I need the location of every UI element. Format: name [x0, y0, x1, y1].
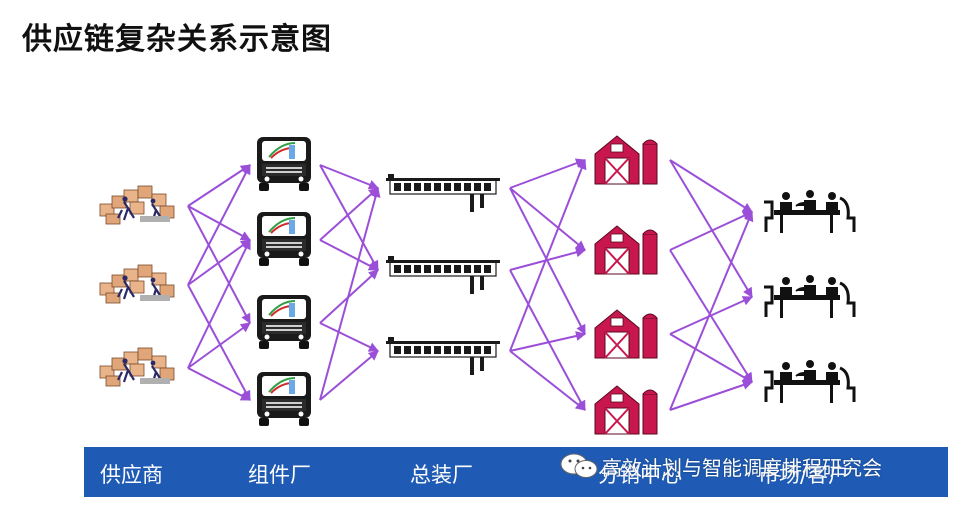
arrow-component-to-assembly-3 — [319, 187, 379, 241]
customer-dining-icon-2 — [762, 273, 856, 320]
stage-label-bar — [84, 447, 948, 497]
distribution-barn-icon-1 — [594, 135, 658, 185]
arrow-component-to-assembly-6 — [319, 322, 379, 352]
supplier-boxes-icon-1 — [98, 184, 176, 226]
arrow-assembly-to-distribution-2 — [509, 187, 586, 251]
stage-label-assembly-plant: 总装厂 — [410, 463, 473, 487]
component-factory-truck-icon-3 — [256, 294, 312, 350]
supplier-boxes-icon-2 — [98, 263, 176, 305]
flow-arrows — [187, 158, 754, 411]
arrow-supplier-to-component-1 — [187, 164, 251, 207]
arrow-distribution-to-customer-3 — [669, 211, 753, 251]
arrow-supplier-to-component-4 — [187, 164, 251, 286]
arrow-distribution-to-customer-5 — [669, 296, 753, 335]
arrow-component-to-assembly-8 — [319, 350, 379, 401]
arrow-distribution-to-customer-2 — [669, 159, 753, 298]
arrow-supplier-to-component-7 — [187, 239, 251, 369]
stage-label-supplier: 供应商 — [100, 463, 163, 487]
supplier-boxes-icon-3 — [98, 346, 176, 388]
arrow-supplier-to-component-6 — [187, 284, 251, 401]
arrow-assembly-to-distribution-1 — [509, 158, 586, 189]
arrow-distribution-to-customer-6 — [669, 333, 753, 383]
arrow-supplier-to-component-5 — [187, 239, 251, 286]
arrow-assembly-to-distribution-7 — [509, 331, 586, 352]
arrow-distribution-to-customer-7 — [669, 211, 754, 411]
wechat-icon — [560, 453, 598, 478]
stage-label-distribution-center: 分销中心 — [598, 463, 682, 487]
distribution-barn-icon-4 — [594, 385, 658, 435]
stage-label-customer: 市场/客户 — [758, 463, 850, 487]
arrow-distribution-to-customer-1 — [669, 159, 753, 213]
component-factory-truck-icon-4 — [256, 371, 312, 427]
arrow-distribution-to-customer-8 — [669, 380, 753, 411]
arrow-assembly-to-distribution-8 — [509, 350, 586, 411]
assembly-plant-factory-icon-1 — [385, 173, 501, 213]
arrow-supplier-to-component-9 — [187, 367, 251, 401]
arrow-supplier-to-component-8 — [187, 322, 251, 369]
arrow-component-to-assembly-4 — [319, 239, 379, 271]
stage-label-component-factory: 组件厂 — [248, 463, 311, 487]
customer-dining-icon-3 — [762, 358, 856, 405]
assembly-plant-factory-icon-2 — [385, 255, 501, 295]
arrow-assembly-to-distribution-4 — [509, 247, 586, 271]
watermark-text: 高效计划与智能调度排程研究会 — [602, 455, 882, 480]
arrow-supplier-to-component-3 — [187, 205, 251, 324]
arrow-assembly-to-distribution-6 — [509, 159, 587, 352]
component-factory-truck-icon-2 — [256, 211, 312, 267]
customer-dining-icon-1 — [762, 188, 856, 235]
stage-nodes — [98, 135, 856, 435]
arrow-assembly-to-distribution-5 — [509, 269, 586, 411]
page-title: 供应链复杂关系示意图 — [22, 22, 332, 57]
arrow-component-to-assembly-1 — [319, 164, 379, 190]
assembly-plant-factory-icon-3 — [385, 336, 501, 376]
distribution-barn-icon-3 — [594, 309, 658, 359]
arrow-component-to-assembly-7 — [319, 187, 381, 401]
arrow-component-to-assembly-2 — [319, 164, 379, 271]
watermark: 高效计划与智能调度排程研究会 — [560, 452, 882, 480]
component-factory-truck-icon-1 — [256, 136, 312, 192]
distribution-barn-icon-2 — [594, 225, 658, 275]
